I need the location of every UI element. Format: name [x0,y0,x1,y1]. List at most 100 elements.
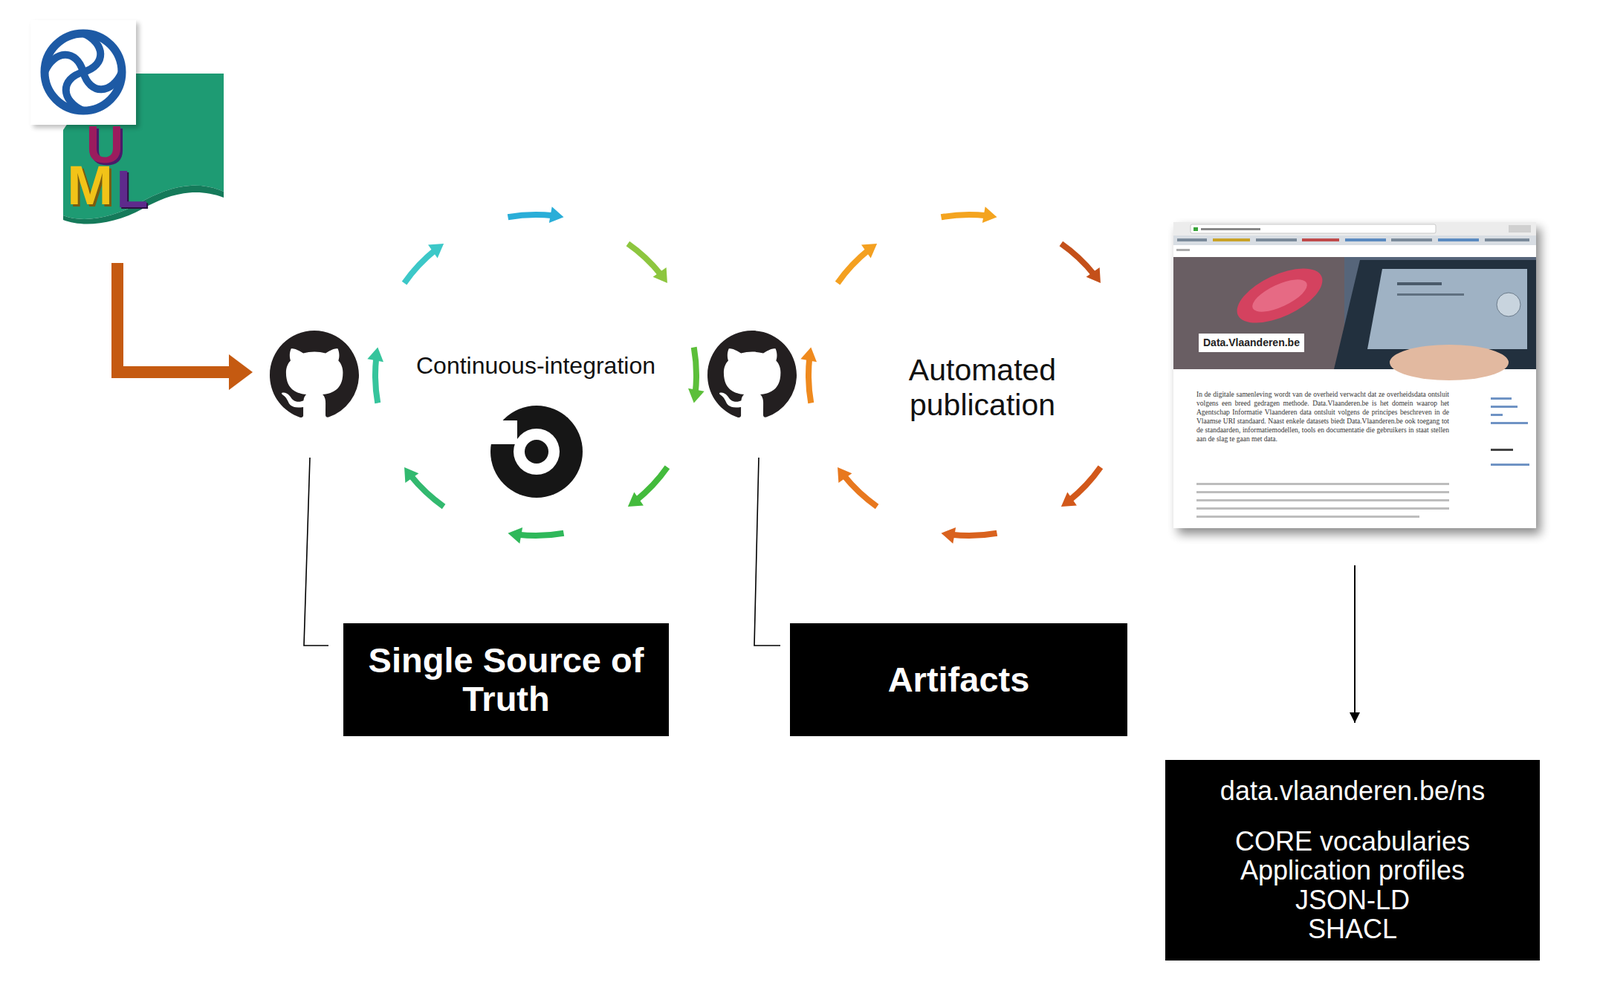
cycle-arrow [367,347,384,403]
leader-line [303,457,329,646]
github-icon [707,330,797,418]
cycle-arrow-shaft [507,214,553,217]
input-arrow [117,263,234,373]
logo-tile [30,20,136,125]
bookmark [1391,238,1433,242]
cycle-arrow-head [688,388,705,404]
list-item: SHACL [1307,914,1398,945]
logo-swirl [83,33,101,73]
sidebar-heading [1490,448,1514,452]
site-paragraph: In de digitale samenleving wordt van de … [1196,390,1450,444]
bookmark-bar [1173,235,1537,246]
logo-swirl [44,54,84,73]
cycle-arrow-shaft [410,475,444,507]
cycle-arrow-shaft [940,214,987,217]
logo-swirl [66,72,84,111]
cycle-arrow-head [404,467,419,484]
text-line [1196,499,1450,502]
github-mark [707,330,797,418]
cycle-arrow-shaft [627,243,662,275]
circleci-dot [524,439,549,464]
sidebar-link [1490,463,1530,466]
website-screenshot [1173,222,1541,535]
cycle-arrow [627,467,668,507]
label-holder: M [66,158,113,214]
text-line [1196,507,1450,510]
text-line [1196,483,1450,486]
tablet-ui [1496,292,1521,317]
github-icon [269,330,359,418]
cycle-arrow-shaft [517,533,564,536]
cycle-arrow-shaft [1061,243,1095,275]
cycle-arrow-head [1061,492,1077,507]
bookmark [1437,238,1479,242]
cycle-arrow [404,467,444,507]
url-field [1190,224,1436,234]
cycle-arrow-head [940,527,956,544]
cycle-arrow-shaft [694,347,697,393]
cycle-arrow-head [549,206,565,223]
cycle-arrow-head [982,206,998,223]
list-item: JSON-LD [1295,885,1410,916]
sidebar-link [1490,422,1528,425]
lock-icon [1193,227,1198,232]
cycle-arrow-head [800,347,817,362]
cycle-arrow [404,243,444,284]
logo-letter: L [116,163,149,216]
cycle-arrow [800,347,817,403]
process-label: Continuous-integration [416,352,656,380]
cycle-arrow-shaft [404,249,436,284]
cycle-arrow-head [507,527,523,544]
github-ground [707,330,797,420]
bookmark [1345,238,1386,242]
caption-box: Artifacts [789,623,1128,737]
cycle-arrow-head [428,243,444,258]
circleci-disc [490,405,583,498]
cycle-arrow [627,243,668,284]
bookmark [1212,238,1250,242]
label-holder: Continuous-integration [416,352,656,380]
cycle-arrow-head [861,243,877,258]
cycle-arrow [837,243,877,284]
cycle-arrow [1061,467,1101,507]
cycle-arrow [940,527,997,544]
logo-swirl [83,72,122,90]
tablet-ui [1397,293,1465,296]
text-line [1196,515,1420,518]
sidebar-link [1490,405,1518,408]
list-item: CORE vocabularies [1235,827,1470,857]
cycle-arrow-head [627,492,644,507]
sidebar-link [1490,413,1503,417]
website-screenshot-box: Data.Vlaanderen.be In de digitale samenle… [1173,222,1537,529]
output-box: data.vlaanderen.be/nsCORE vocabulariesAp… [1165,760,1540,961]
cycle-arrow [507,527,564,544]
label-holder: Automated publication [874,352,1091,423]
sparx-logo [44,33,122,111]
cycle-arrow [688,347,705,403]
tablet-ui [1397,282,1442,286]
browser-bar [1173,222,1537,236]
leader-line [754,457,781,646]
phone [1229,257,1331,334]
logo-ring [44,33,122,111]
github-ground [269,330,359,420]
cycle-arrow-shaft [808,357,811,403]
cycle-arrow-shaft [843,475,877,507]
screenshot-page [1173,222,1537,529]
box-title: Single Source of Truth [356,641,656,718]
cycle-arrow-head [1086,267,1101,284]
tablet-screen [1367,269,1528,350]
circleci-logo [487,405,583,498]
connector-arrow [1354,565,1356,724]
box-heading: data.vlaanderen.be/ns [1220,776,1485,807]
cycle-arrow-shaft [636,467,668,501]
url-text-bar [1200,228,1261,231]
cycle-arrow-shaft [837,249,869,284]
github-mark [269,330,359,418]
cycle-arrow-shaft [951,533,997,536]
site-heading: Data.Vlaanderen.be [1198,333,1305,353]
bookmark [1255,238,1297,242]
cycle-arrow [940,206,997,223]
bookmark [1484,238,1530,242]
